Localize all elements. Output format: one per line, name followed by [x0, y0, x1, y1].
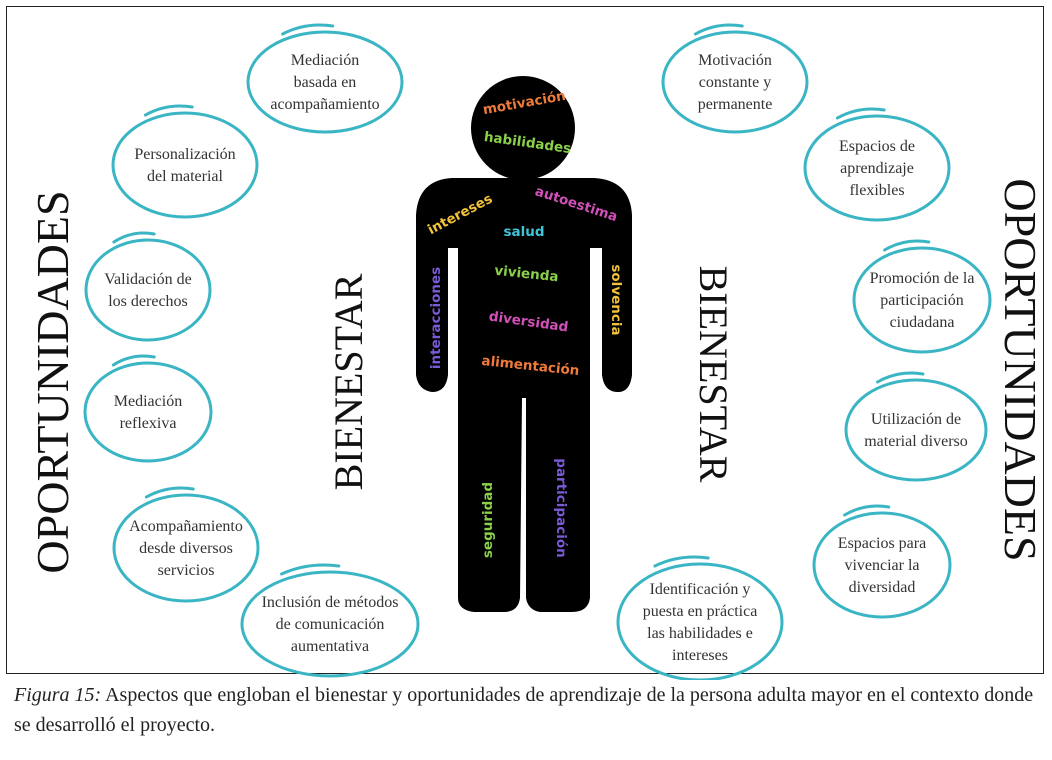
right-bubble-swoosh-1	[693, 23, 744, 36]
right-bubble-2: Espacios de aprendizaje flexibles	[803, 107, 951, 222]
right-bubble-6-line-2: puesta en práctica	[643, 603, 758, 620]
right-bubble-2-line-3: flexibles	[849, 182, 904, 199]
right-bubble-outline-2	[803, 114, 951, 222]
right-bubble-3-line-3: ciudadana	[890, 314, 955, 331]
left-bubble-outline-5	[112, 493, 260, 603]
left-bubble-outline-3	[84, 238, 212, 342]
figure-caption: Figura 15: Aspectos que engloban el bien…	[14, 680, 1044, 740]
right-bubble-4-line-1: Utilización de	[871, 411, 961, 428]
right-bubble-outline-5	[812, 511, 952, 619]
right-bubble-6-line-1: Identificación y	[650, 581, 751, 598]
left-bubble-1: Mediación basada en acompañamiento	[246, 23, 404, 134]
word-solvencia: solvencia	[608, 264, 624, 335]
right-bubble-5: Espacios para vivenciar la diversidad	[812, 504, 952, 619]
left-bubble-6-line-2: de comunicación	[276, 616, 385, 633]
left-bubble-outline-1	[246, 30, 404, 134]
right-bubble-5-line-1: Espacios para	[838, 535, 926, 552]
left-bubble-swoosh-5	[144, 486, 195, 499]
left-bubble-2-line-2: del material	[147, 168, 224, 185]
right-bubble-4: Utilización de material diverso	[844, 371, 988, 482]
left-bubble-6-line-1: Inclusión de métodos	[262, 594, 399, 611]
left-bubble-5-line-2: desde diversos	[139, 540, 233, 557]
right-bubble-6-line-4: intereses	[672, 647, 728, 664]
left-bubble-swoosh-2	[143, 104, 194, 117]
right-bubble-swoosh-2	[835, 107, 886, 120]
right-bubble-swoosh-6	[653, 555, 710, 568]
left-bubble-2-line-1: Personalización	[134, 146, 235, 163]
word-vivienda: vivienda	[494, 263, 560, 286]
left-bubble-4: Mediación reflexiva	[83, 354, 213, 463]
figure-head	[471, 76, 575, 180]
right-bubble-outline-6	[616, 562, 784, 680]
right-bubble-outline-4	[844, 378, 988, 482]
left-oportunidades-label: OPORTUNIDADES	[27, 190, 78, 573]
caption-text: Aspectos que engloban el bienestar y opo…	[14, 684, 1034, 736]
left-bubble-swoosh-4	[111, 354, 156, 367]
left-bubble-3: Validación de los derechos	[84, 231, 212, 342]
right-bubble-3-line-1: Promoción de la	[870, 270, 975, 287]
right-bubble-3-line-2: participación	[880, 292, 964, 309]
right-bienestar-label: BIENESTAR	[691, 266, 736, 483]
left-bubble-outline-4	[83, 361, 213, 463]
word-interacciones: interacciones	[428, 267, 444, 369]
word-seguridad: seguridad	[480, 482, 496, 558]
left-bubble-6: Inclusión de métodos de comunicación aumen…	[240, 563, 420, 678]
right-bubble-1: Motivación constante y permanente	[661, 23, 809, 134]
left-bubble-5-line-1: Acompañamiento	[129, 518, 243, 535]
left-bubble-1-line-3: acompañamiento	[270, 96, 379, 113]
right-oportunidades-label: OPORTUNIDADES	[995, 178, 1046, 561]
right-bubble-1-line-3: permanente	[698, 96, 773, 113]
figure-torso	[416, 178, 632, 612]
left-bubble-6-line-3: aumentativa	[291, 638, 369, 655]
left-bubble-5: Acompañamiento desde diversos servicios	[112, 486, 260, 603]
left-bubble-swoosh-1	[281, 23, 335, 36]
right-bubble-6-line-3: las habilidades e	[647, 625, 753, 642]
left-bubble-1-line-2: basada en	[294, 74, 357, 91]
figure-frame	[6, 6, 1044, 674]
right-bubble-swoosh-5	[843, 504, 891, 517]
right-bubble-6: Identificación y puesta en práctica las ha…	[616, 555, 784, 680]
wellbeing-diagram: motivación habilidades intereses autoest…	[27, 23, 1046, 680]
word-salud: salud	[503, 224, 544, 240]
word-participacion: participación	[553, 458, 569, 557]
left-bubble-swoosh-3	[112, 231, 156, 244]
left-bubble-1-line-1: Mediación	[291, 52, 359, 69]
right-bubble-1-line-1: Motivación	[698, 52, 772, 69]
left-bubble-outline-6	[240, 570, 420, 678]
left-bubble-2: Personalización del material	[111, 104, 259, 219]
right-bubble-3: Promoción de la participación ciudadana	[852, 239, 992, 354]
right-bubble-swoosh-4	[876, 371, 925, 384]
left-bubble-5-line-3: servicios	[158, 562, 215, 579]
left-bubble-outline-2	[111, 111, 259, 219]
right-bubble-2-line-2: aprendizaje	[840, 160, 914, 177]
right-bubble-outline-3	[852, 246, 992, 354]
left-bubble-4-line-1: Mediación	[114, 393, 182, 410]
right-bubble-1-line-2: constante y	[699, 74, 771, 91]
left-bubble-swoosh-6	[280, 563, 341, 576]
left-bubble-3-line-2: los derechos	[108, 293, 188, 310]
right-bubble-5-line-3: diversidad	[849, 579, 916, 596]
right-bubble-2-line-1: Espacios de	[839, 138, 915, 155]
right-bubble-4-line-2: material diverso	[864, 433, 968, 450]
caption-figure-label: Figura 15:	[14, 684, 102, 706]
left-bubble-4-line-2: reflexiva	[120, 415, 177, 432]
right-bubble-outline-1	[661, 30, 809, 134]
right-bubble-swoosh-3	[883, 239, 931, 252]
right-bubble-5-line-2: vivenciar la	[844, 557, 919, 574]
left-bubble-3-line-1: Validación de	[104, 271, 192, 288]
left-bienestar-label: BIENESTAR	[326, 273, 371, 490]
human-figure	[416, 76, 632, 612]
